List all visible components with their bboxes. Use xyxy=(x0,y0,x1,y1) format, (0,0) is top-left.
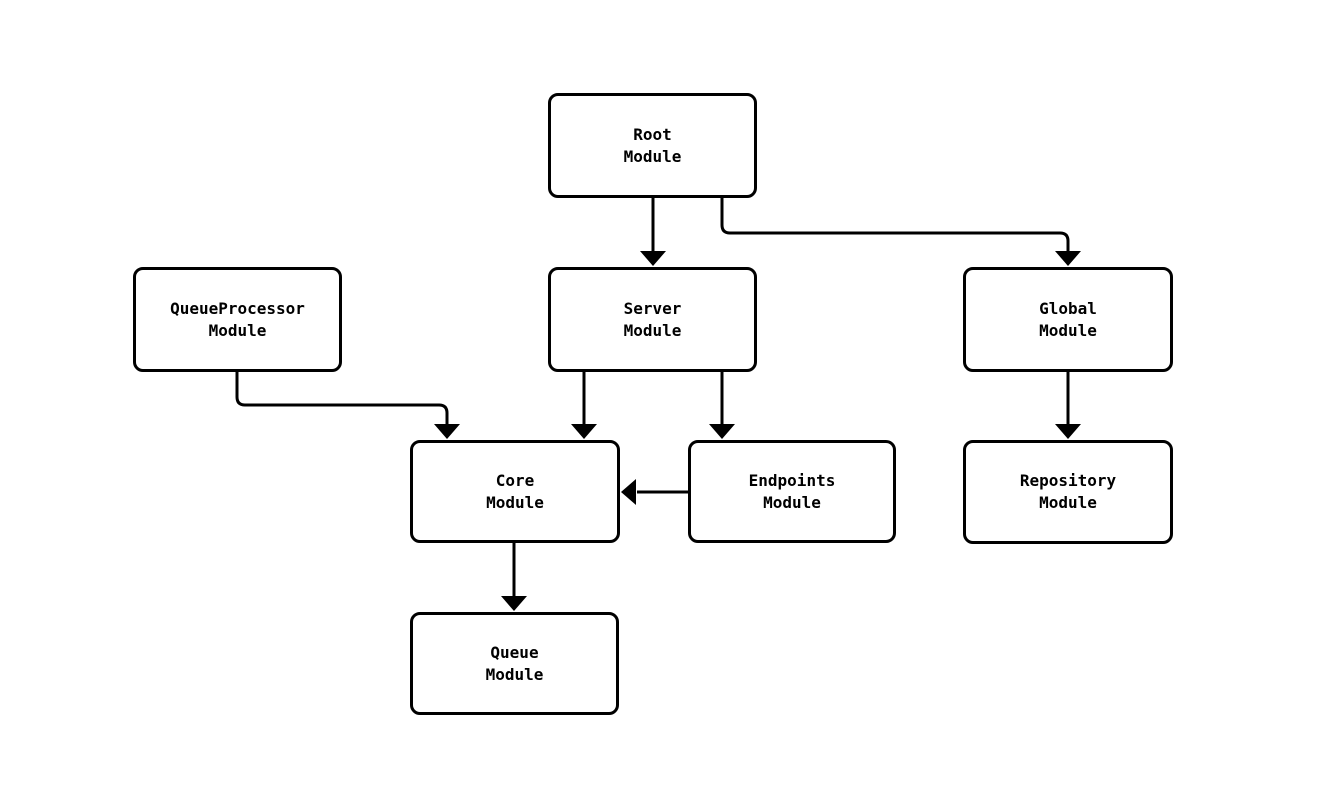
edge-queueprocessor-to-core xyxy=(235,372,460,439)
node-root-module: Root Module xyxy=(548,93,757,198)
node-label: Global Module xyxy=(1039,298,1097,340)
edge-root-to-server xyxy=(640,198,666,266)
arrowhead-down-icon xyxy=(640,251,666,266)
edge-server-to-core xyxy=(571,372,597,439)
node-global-module: Global Module xyxy=(963,267,1173,372)
edge-global-to-repository xyxy=(1055,372,1081,439)
node-queue-module: Queue Module xyxy=(410,612,619,715)
edge-endpoints-to-core xyxy=(621,479,688,505)
node-queueprocessor-module: QueueProcessor Module xyxy=(133,267,342,372)
arrowhead-down-icon xyxy=(501,596,527,611)
node-repository-module: Repository Module xyxy=(963,440,1173,544)
edge-server-to-endpoints xyxy=(709,372,735,439)
node-label: Server Module xyxy=(623,298,682,340)
edge-core-to-queue xyxy=(501,543,527,611)
node-core-module: Core Module xyxy=(410,440,620,543)
arrowhead-left-icon xyxy=(621,479,636,505)
arrowhead-down-icon xyxy=(434,424,460,439)
node-label: Endpoints Module xyxy=(748,470,836,512)
arrowhead-down-icon xyxy=(1055,251,1081,266)
arrowhead-down-icon xyxy=(1055,424,1081,439)
arrowhead-down-icon xyxy=(571,424,597,439)
arrowhead-down-icon xyxy=(709,424,735,439)
node-endpoints-module: Endpoints Module xyxy=(688,440,896,543)
node-label: Core Module xyxy=(486,470,544,512)
node-label: Repository Module xyxy=(1019,471,1117,512)
node-label: Queue Module xyxy=(485,642,544,684)
node-label: Root Module xyxy=(623,124,682,166)
edge-root-to-global xyxy=(720,198,1081,266)
node-label: QueueProcessor Module xyxy=(170,298,305,340)
node-server-module: Server Module xyxy=(548,267,757,372)
